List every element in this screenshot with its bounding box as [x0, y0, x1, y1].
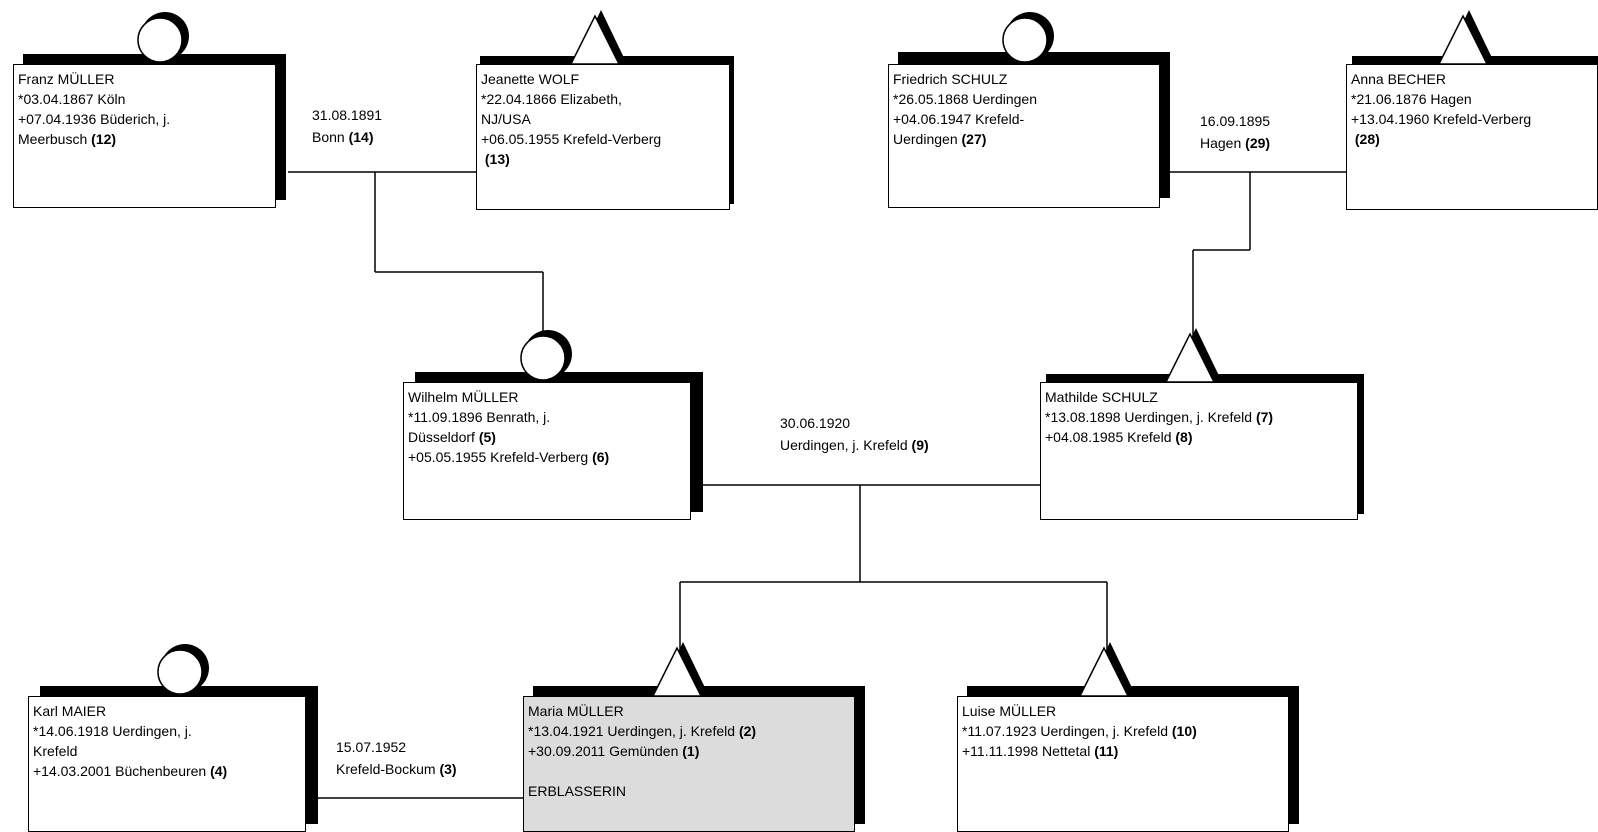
marriage-karl-maria: 15.07.1952 Krefeld-Bockum (3) [336, 736, 457, 780]
reference-number: (11) [1094, 743, 1119, 759]
person-detail-line: +04.06.1947 Krefeld- [893, 111, 1025, 127]
person-name: Maria MÜLLER [528, 703, 624, 719]
marriage-date: 15.07.1952 [336, 739, 407, 755]
reference-number: (2) [738, 723, 757, 739]
marriage-place: Krefeld-Bockum [336, 761, 440, 777]
person-detail-line: *13.08.1898 Uerdingen, j. Krefeld (7) [1045, 409, 1274, 425]
reference-number: (28) [1354, 131, 1380, 147]
person-detail-line: *14.06.1918 Uerdingen, j. [33, 723, 192, 739]
female-symbol-icon [569, 10, 627, 65]
person-detail-line: *22.04.1866 Elizabeth, [481, 91, 622, 107]
reference-number: (10) [1171, 723, 1197, 739]
reference-number: (5) [478, 429, 496, 445]
person-name: Friedrich SCHULZ [893, 71, 1008, 87]
female-symbol-icon [1164, 328, 1222, 383]
person-detail-line: +06.05.1955 Krefeld-Verberg [481, 131, 662, 147]
marriage-place: Bonn [312, 129, 349, 145]
person-name: Franz MÜLLER [18, 71, 115, 87]
person-card-mathilde: Mathilde SCHULZ *13.08.1898 Uerdingen, j.… [1040, 382, 1358, 520]
person-name: Luise MÜLLER [962, 703, 1057, 719]
person-card-jeanette: Jeanette WOLF *22.04.1866 Elizabeth, NJ/US… [476, 64, 730, 210]
person-detail-line: Düsseldorf (5) [408, 429, 496, 445]
marriage-franz-jeanette: 31.08.1891 Bonn (14) [312, 104, 382, 148]
person-detail-line: +07.04.1936 Büderich, j. [18, 111, 171, 127]
person-detail-line: (13) [481, 149, 725, 169]
female-symbol-icon [1078, 642, 1136, 697]
person-card-friedrich: Friedrich SCHULZ *26.05.1868 Uerdingen +04… [888, 64, 1160, 208]
marriage-ref: (3) [439, 761, 457, 777]
person-card-franz: Franz MÜLLER *03.04.1867 Köln +07.04.1936 … [13, 64, 276, 208]
person-name: Anna BECHER [1351, 71, 1446, 87]
person-card-anna: Anna BECHER *21.06.1876 Hagen +13.04.1960 … [1346, 64, 1598, 210]
person-name: Jeanette WOLF [481, 71, 580, 87]
marriage-place: Hagen [1200, 135, 1246, 151]
male-symbol-icon [1002, 12, 1054, 63]
person-detail-line: (28) [1351, 129, 1593, 149]
person-detail-line [528, 761, 850, 781]
marriage-place: Uerdingen, j. Krefeld [780, 437, 912, 453]
male-symbol-icon [137, 12, 189, 63]
person-detail-line: Meerbusch (12) [18, 131, 117, 147]
marriage-date: 30.06.1920 [780, 415, 851, 431]
person-detail-line: Uerdingen (27) [893, 131, 987, 147]
marriage-wilhelm-mathilde: 30.06.1920 Uerdingen, j. Krefeld (9) [780, 412, 929, 456]
reference-number: (13) [484, 151, 510, 167]
person-detail-line: +11.11.1998 Nettetal (11) [962, 743, 1119, 759]
marriage-ref: (14) [348, 129, 374, 145]
person-detail-line: +13.04.1960 Krefeld-Verberg [1351, 111, 1532, 127]
person-name: Karl MAIER [33, 703, 107, 719]
female-symbol-icon [651, 642, 709, 697]
person-detail-line: *11.09.1896 Benrath, j. [408, 409, 551, 425]
reference-number: (1) [682, 743, 700, 759]
marriage-friedrich-anna: 16.09.1895 Hagen (29) [1200, 110, 1270, 154]
reference-number: (6) [592, 449, 610, 465]
person-detail-line: Krefeld [33, 743, 78, 759]
person-name: Wilhelm MÜLLER [408, 389, 519, 405]
marriage-date: 16.09.1895 [1200, 113, 1271, 129]
person-detail-line: *13.04.1921 Uerdingen, j. Krefeld (2) [528, 723, 757, 739]
reference-number: (7) [1255, 409, 1274, 425]
person-card-wilhelm: Wilhelm MÜLLER *11.09.1896 Benrath, j. Düs… [403, 382, 691, 520]
person-detail-line: ERBLASSERIN [528, 783, 627, 799]
marriage-ref: (29) [1245, 135, 1271, 151]
person-detail-line: *21.06.1876 Hagen [1351, 91, 1472, 107]
reference-number: (27) [961, 131, 987, 147]
person-card-luise: Luise MÜLLER *11.07.1923 Uerdingen, j. Kr… [957, 696, 1289, 832]
female-symbol-icon [1437, 10, 1495, 65]
person-name: Mathilde SCHULZ [1045, 389, 1158, 405]
person-detail-line: +05.05.1955 Krefeld-Verberg (6) [408, 449, 610, 465]
person-card-karl: Karl MAIER *14.06.1918 Uerdingen, j. Krefe… [28, 696, 306, 832]
person-detail-line: +30.09.2011 Gemünden (1) [528, 743, 700, 759]
marriage-ref: (9) [911, 437, 929, 453]
person-detail-line: NJ/USA [481, 111, 531, 127]
person-detail-line: *11.07.1923 Uerdingen, j. Krefeld (10) [962, 723, 1197, 739]
person-detail-line: +04.08.1985 Krefeld (8) [1045, 429, 1193, 445]
person-detail-line: *03.04.1867 Köln [18, 91, 126, 107]
male-symbol-icon [520, 330, 572, 381]
reference-number: (8) [1175, 429, 1193, 445]
person-detail-line: +14.03.2001 Büchenbeuren (4) [33, 763, 228, 779]
person-card-maria: Maria MÜLLER *13.04.1921 Uerdingen, j. Kr… [523, 696, 855, 832]
person-detail-line: *26.05.1868 Uerdingen [893, 91, 1038, 107]
reference-number: (12) [91, 131, 117, 147]
reference-number: (4) [210, 763, 228, 779]
male-symbol-icon [157, 644, 209, 695]
marriage-date: 31.08.1891 [312, 107, 383, 123]
